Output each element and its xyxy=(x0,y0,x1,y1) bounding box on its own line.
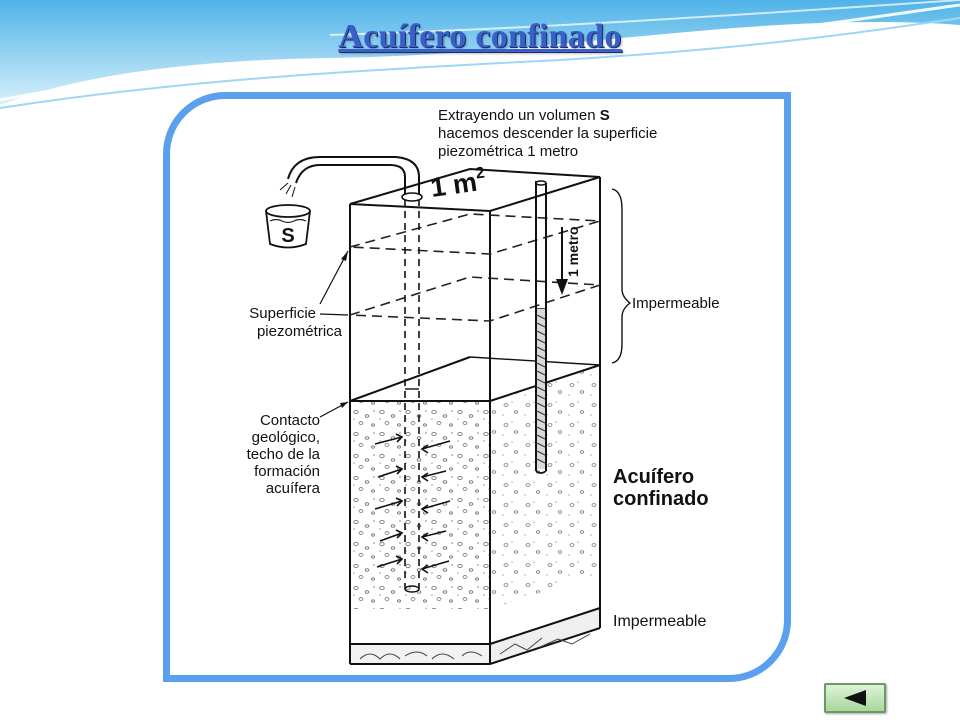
label-contacto-line3: techo de la xyxy=(247,446,321,463)
header-wave-decoration xyxy=(0,0,960,109)
label-impermeable-bottom: Impermeable xyxy=(613,613,706,630)
soil-column-prism xyxy=(349,167,601,665)
bottom-impermeable-base xyxy=(350,644,490,664)
label-contacto-line2: geológico, xyxy=(252,429,320,446)
back-button[interactable] xyxy=(824,683,886,713)
impermeable-bracket xyxy=(611,188,632,364)
label-contacto-line1: Contacto xyxy=(260,412,320,429)
diagram-frame: S 1 metro 1 m2 xyxy=(163,92,791,682)
triangle-left-icon xyxy=(844,690,866,706)
well-head xyxy=(401,192,423,202)
drop-label: 1 metro xyxy=(565,226,581,277)
label-impermeable-top: Impermeable xyxy=(632,295,720,312)
piezometer-water-column xyxy=(536,309,546,469)
piezometer-tube xyxy=(535,180,547,474)
label-acuifero-line2: confinado xyxy=(613,488,709,510)
well-casing xyxy=(404,199,420,589)
label-superficie-line2: piezométrica xyxy=(257,323,343,340)
label-contacto-line5: acuífera xyxy=(266,480,321,497)
label-superficie-line1: Superficie xyxy=(249,305,316,322)
discharge-pipe-outer xyxy=(287,156,420,197)
area-label: 1 m2 xyxy=(429,165,488,203)
caption-line-1: Extrayendo un volumen S xyxy=(438,107,610,124)
caption-line-3: piezométrica 1 metro xyxy=(438,143,578,160)
bucket-icon xyxy=(265,204,311,249)
discharge-pipe xyxy=(295,164,406,197)
aquifer-side-fill xyxy=(490,365,600,609)
label-acuifero-line1: Acuífero xyxy=(613,466,694,488)
leader-lines xyxy=(319,250,349,418)
base-hatch xyxy=(359,633,591,660)
water-spray xyxy=(279,182,296,198)
confined-aquifer-diagram: S 1 metro 1 m2 xyxy=(247,107,720,665)
piezometric-surfaces xyxy=(349,213,601,322)
bottom-impermeable-side xyxy=(490,608,600,664)
inflow-arrows xyxy=(374,433,451,574)
label-contacto-line4: formación xyxy=(254,463,320,480)
drop-arrow-head xyxy=(556,279,568,295)
caption-line-2: hacemos descender la superficie xyxy=(438,125,657,142)
bucket-label: S xyxy=(281,225,294,247)
well-bottom xyxy=(404,585,420,593)
slide-title: Acuífero confinado xyxy=(338,18,622,55)
aquifer-front-fill xyxy=(350,401,490,609)
